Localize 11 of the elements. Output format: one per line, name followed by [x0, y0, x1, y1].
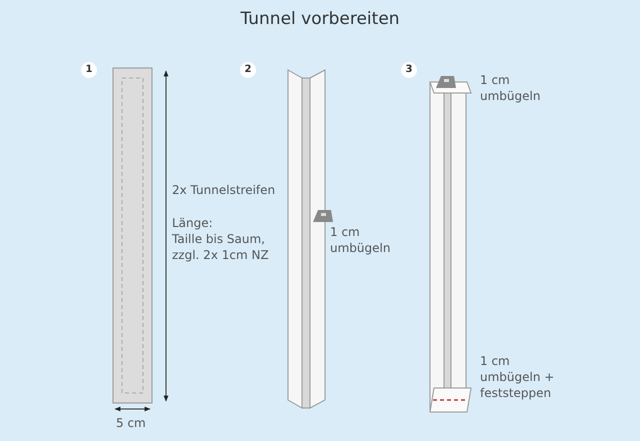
callout-text: Länge:	[172, 215, 214, 231]
diagram-title: Tunnel vorbereiten	[239, 9, 401, 29]
callout-text: 1 cm umbügeln	[330, 224, 392, 256]
callout-text: 1 cm umbügeln + feststeppen	[480, 353, 556, 401]
callout-text: 1 cm umbügeln	[480, 72, 542, 104]
callout-text: 2x Tunnelstreifen	[172, 182, 276, 198]
step-number: 1	[81, 62, 97, 78]
step-number: 2	[240, 62, 256, 78]
step-number: 3	[401, 62, 417, 78]
callout-text: Taille bis Saum, zzgl. 2x 1cm NZ	[172, 231, 270, 263]
dimension-label: 5 cm	[116, 415, 147, 431]
